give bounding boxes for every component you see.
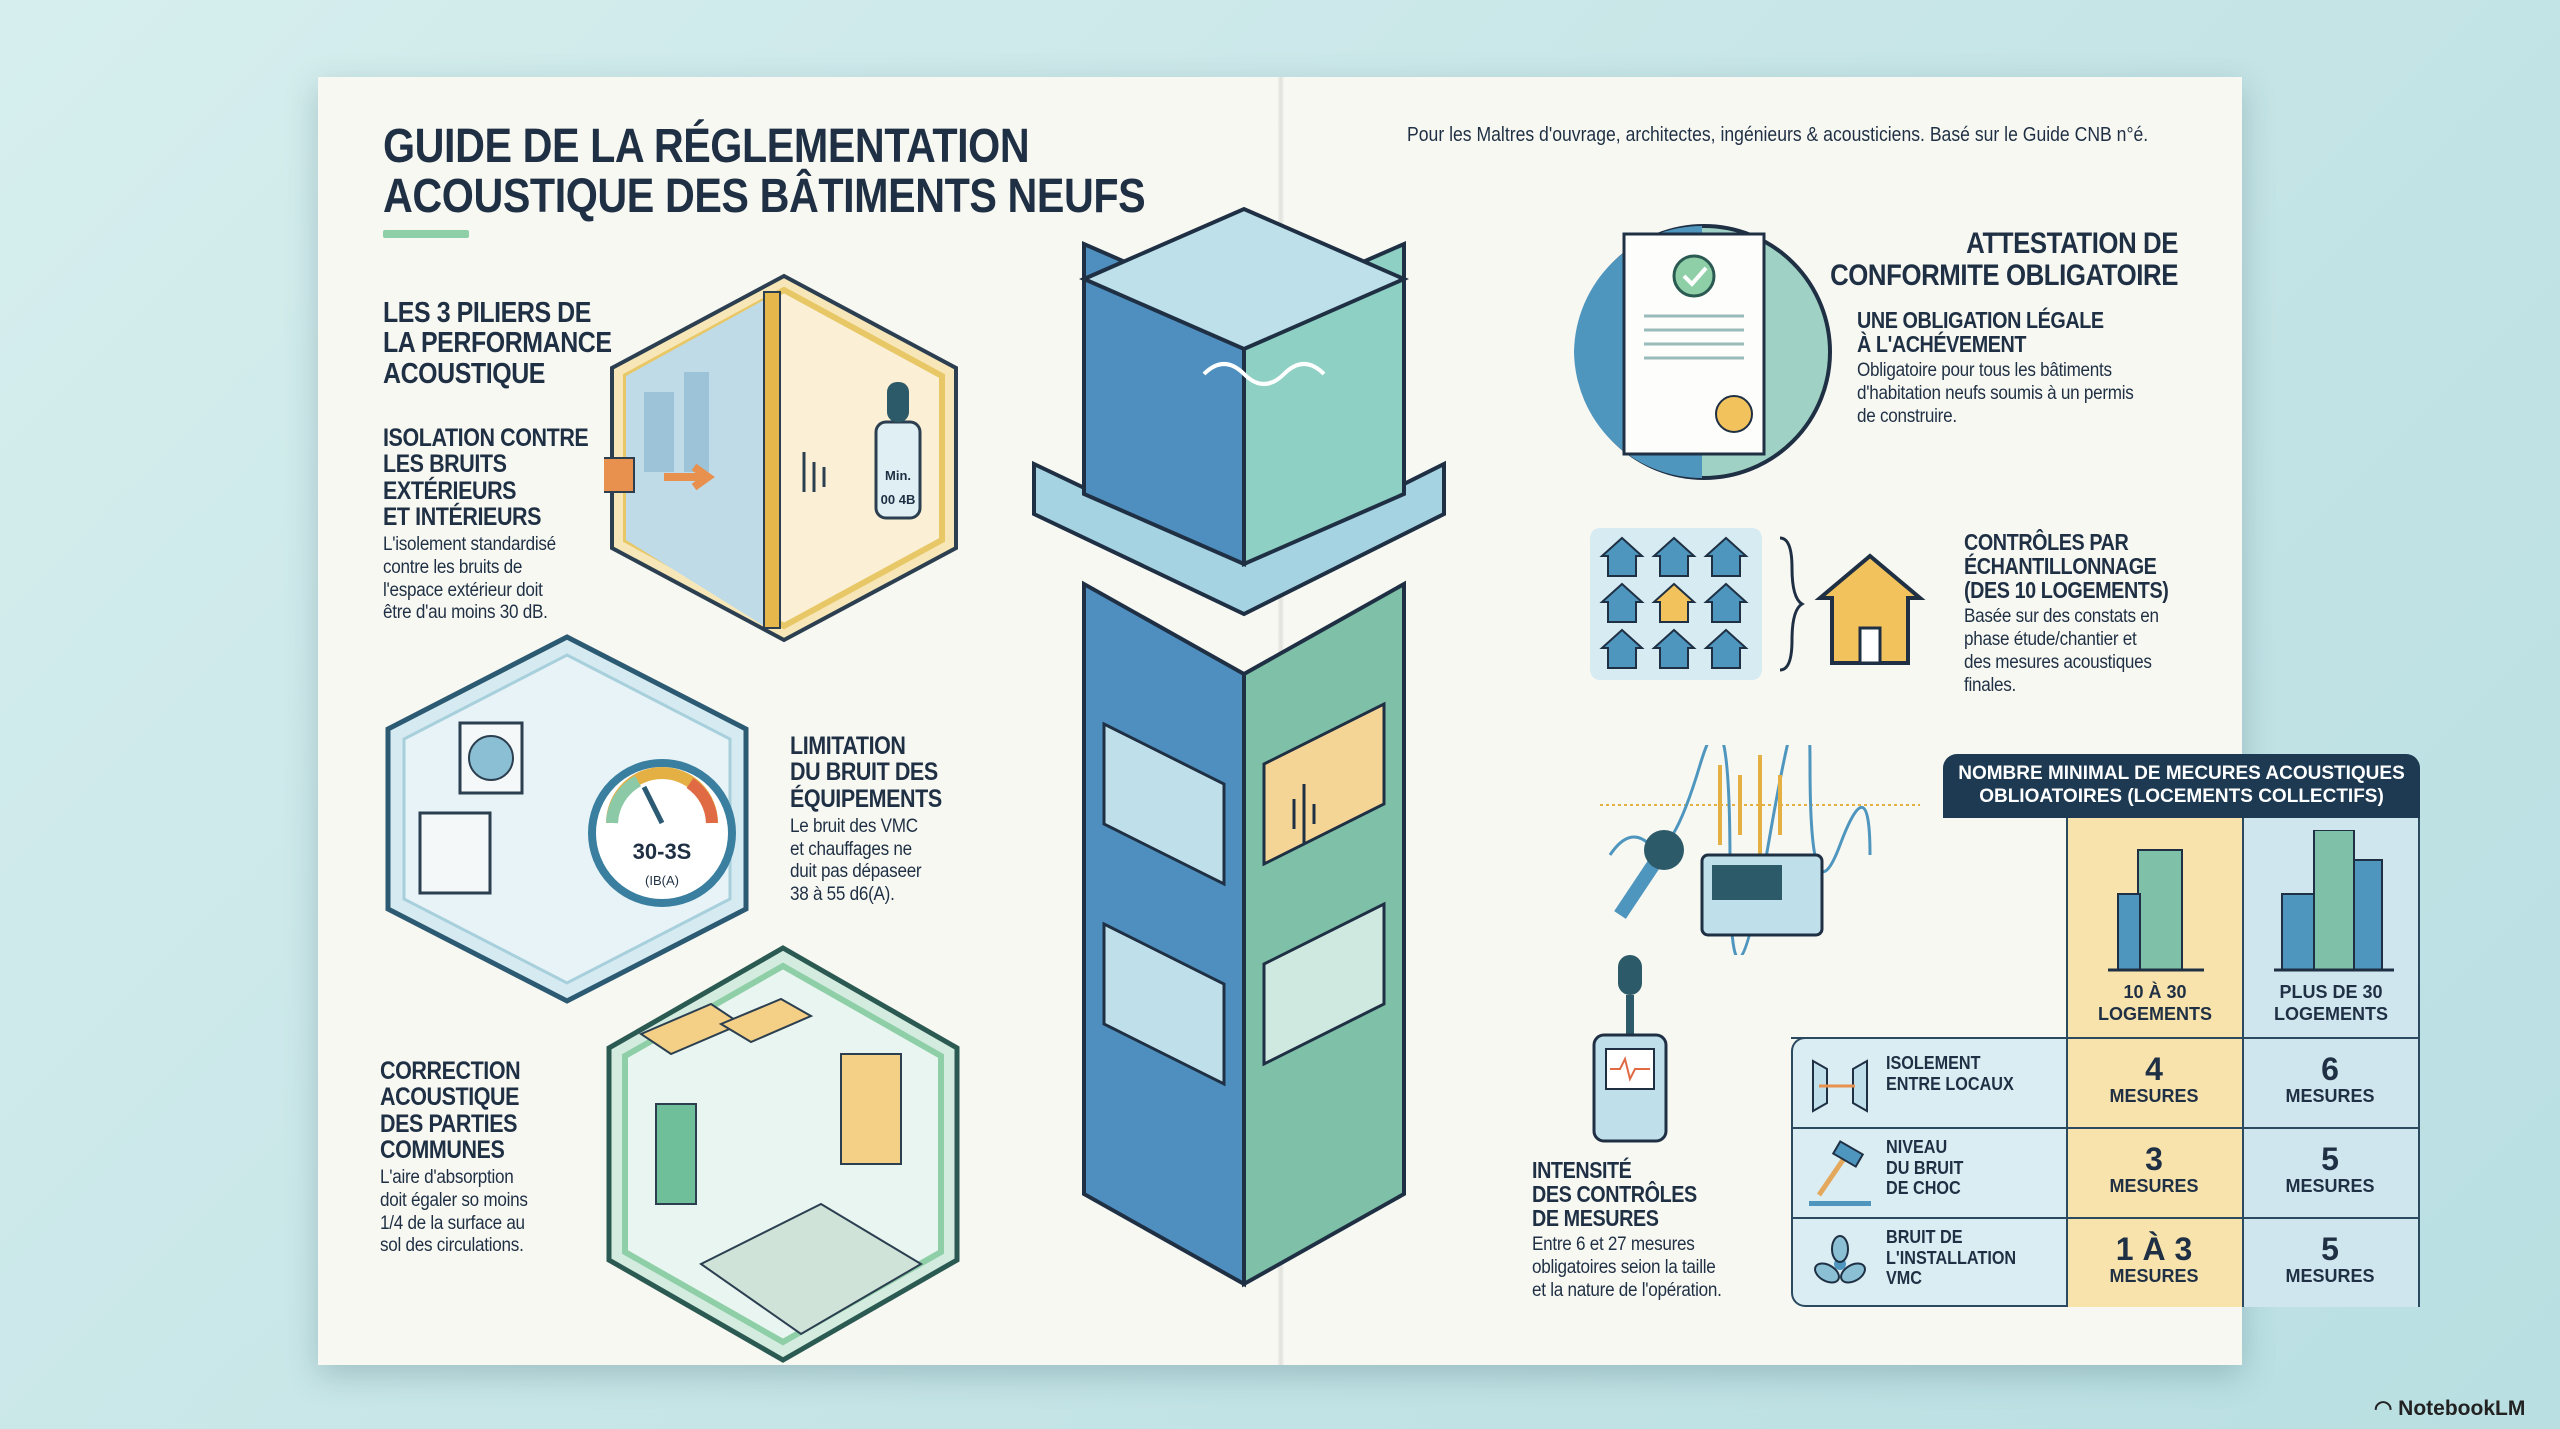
- house-icon: [1703, 582, 1749, 623]
- sound-level-meter-icon: [1592, 955, 1668, 1143]
- house-icon: [1651, 582, 1697, 623]
- checkmark-icon: [1672, 254, 1716, 298]
- house-icon: [1651, 628, 1697, 669]
- gauge-unit: (IB(A): [645, 873, 679, 888]
- microphone-icon: [1644, 830, 1684, 870]
- small-building-icon: [2108, 849, 2204, 972]
- house-icon: [1703, 628, 1749, 669]
- gauge-value: 30-3S: [633, 839, 692, 864]
- large-building-icon: [2274, 830, 2394, 972]
- isolation-illustration: Min. 00 4B: [604, 273, 958, 643]
- meter-label: Min.: [885, 468, 911, 483]
- wall-icon: [1812, 1059, 1868, 1113]
- seal-icon: [1715, 395, 1753, 433]
- common-areas-illustration: [606, 945, 960, 1363]
- sampling-houses-illustration: [1590, 528, 1926, 680]
- meter-value: 00 4B: [881, 492, 916, 507]
- house-icon: [1599, 628, 1645, 669]
- house-icon: [1703, 536, 1749, 577]
- hammer-icon: [1809, 1140, 1871, 1206]
- house-icon: [1599, 582, 1645, 623]
- equipment-illustration: 30-3S (IB(A): [385, 634, 749, 1004]
- house-icon: [1814, 553, 1926, 665]
- notebooklm-watermark: ◠ NotebookLM: [2374, 1397, 2526, 1420]
- house-icon: [1599, 536, 1645, 577]
- certificate-illustration: [1574, 224, 1832, 480]
- fan-icon: [1814, 1235, 1866, 1284]
- notebooklm-logo-icon: ◠: [2374, 1397, 2399, 1420]
- building-illustration: [1032, 206, 1446, 1288]
- measurement-equipment-illustration: [1600, 745, 1920, 955]
- radiator-icon: [418, 811, 492, 895]
- title-underline: [383, 230, 469, 238]
- house-icon: [1651, 536, 1697, 577]
- page-subtitle: Pour les Maltres d'ouvrage, architectes,…: [1407, 124, 2149, 146]
